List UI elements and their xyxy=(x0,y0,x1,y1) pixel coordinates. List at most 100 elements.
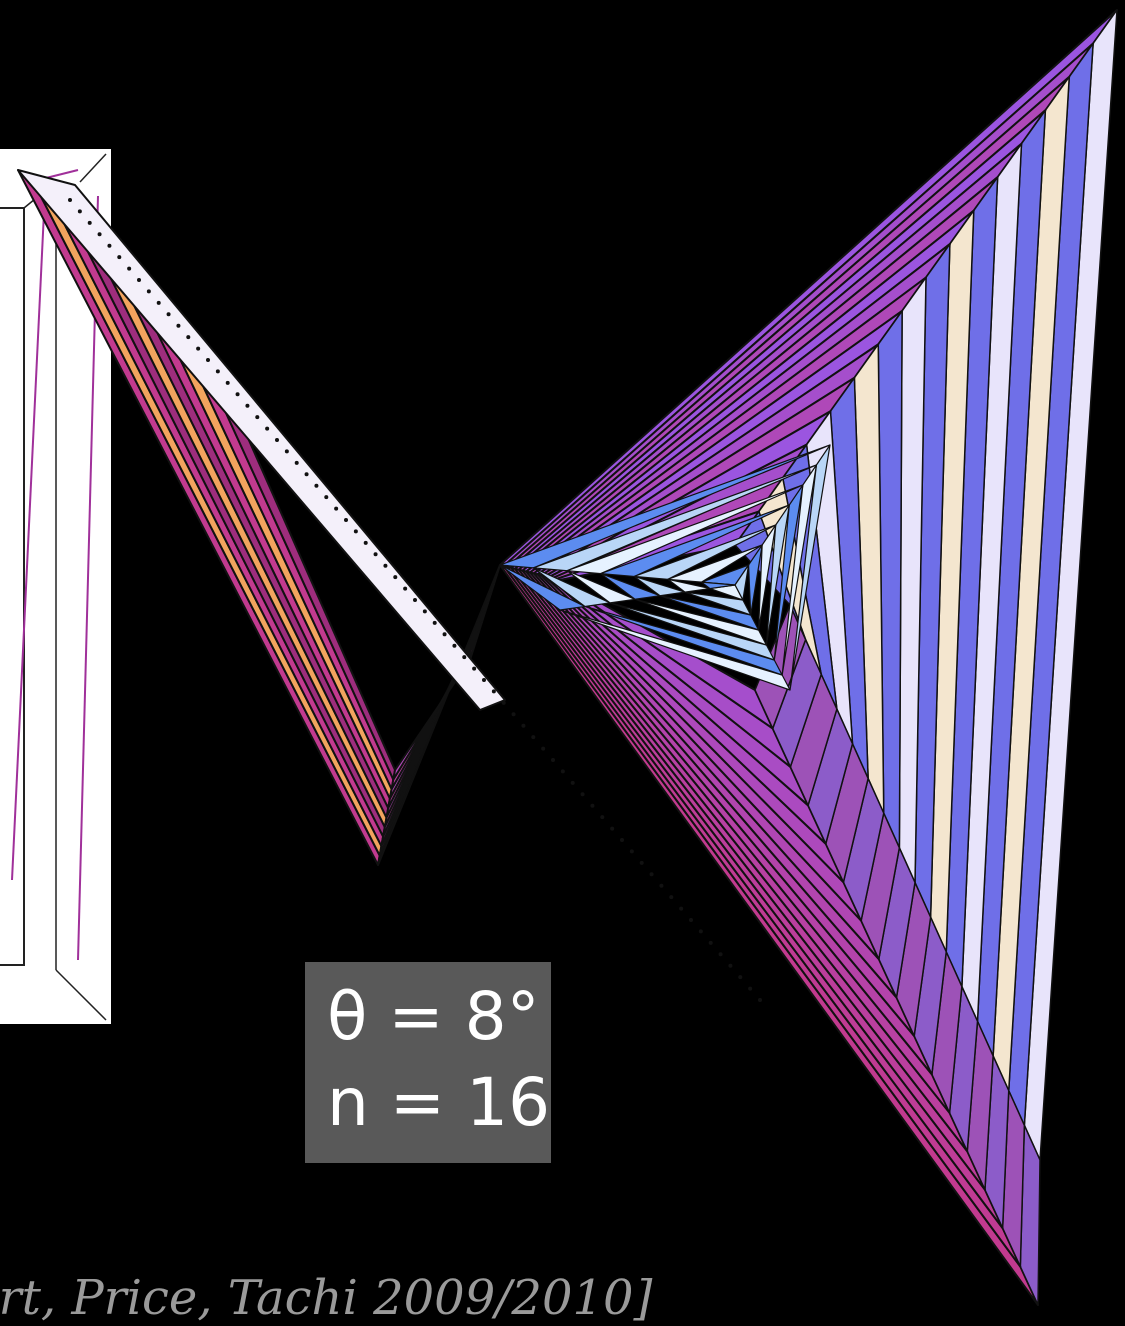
crease-dot xyxy=(176,323,181,328)
crease-dot xyxy=(580,792,585,797)
crease-dot xyxy=(491,689,496,694)
crease-dot xyxy=(324,495,329,500)
crease-dot xyxy=(87,220,92,225)
crease-dot xyxy=(570,780,575,785)
crease-dot xyxy=(383,563,388,568)
crease-dot xyxy=(679,906,684,911)
crease-dot xyxy=(344,518,348,522)
crease-dot xyxy=(482,678,486,682)
parameter-label: θ = 8° n = 16 xyxy=(305,962,551,1163)
crease-dot xyxy=(294,460,299,465)
vortex-facet xyxy=(634,598,768,646)
crease-dot xyxy=(353,529,358,534)
crease-dot xyxy=(265,426,270,431)
crease-dot xyxy=(649,872,654,877)
crease-dot xyxy=(521,723,526,728)
crease-dot xyxy=(304,472,309,477)
crease-dot xyxy=(639,860,644,865)
crease-dot xyxy=(284,449,289,454)
crease-dot xyxy=(255,415,260,420)
vortex-facet xyxy=(584,605,783,676)
crease-dot xyxy=(452,643,457,648)
vortex-facet xyxy=(700,581,736,590)
crease-dot xyxy=(501,700,506,705)
vortex-facet xyxy=(532,567,611,608)
dotted-crease-line xyxy=(68,198,762,1002)
crease-dot xyxy=(68,198,72,202)
crease-dot xyxy=(245,403,250,408)
crease-dot xyxy=(97,232,102,237)
crease-dot xyxy=(393,575,398,580)
crease-dot xyxy=(718,952,723,957)
vortex-facet xyxy=(559,609,791,691)
left-pleat-front xyxy=(172,344,393,800)
crease-dot xyxy=(422,609,427,614)
left-pleat-front xyxy=(194,369,395,790)
crease-dot xyxy=(560,769,565,774)
crease-dot xyxy=(156,300,161,305)
crease-dot xyxy=(610,826,615,831)
crease-dot xyxy=(748,986,753,991)
crease-dot xyxy=(620,838,624,842)
crease-dot xyxy=(659,883,664,888)
crease-dot xyxy=(77,209,82,214)
crease-dot xyxy=(531,735,536,740)
vortex-facet xyxy=(566,570,636,604)
theta-label: θ = 8° xyxy=(327,978,540,1055)
crease-dot xyxy=(728,963,733,968)
crease-dot xyxy=(196,346,201,351)
crease-dot xyxy=(206,358,210,362)
vortex-facet xyxy=(667,578,711,593)
vortex-facet xyxy=(684,591,752,616)
crease-dot xyxy=(511,712,516,717)
crease-dot xyxy=(689,918,693,922)
vortex-facet xyxy=(789,444,831,691)
vortex-facet xyxy=(773,484,804,661)
crease-dot xyxy=(462,655,467,660)
left-lobe xyxy=(17,169,506,866)
vortex-facet xyxy=(659,595,760,631)
n-label: n = 16 xyxy=(327,1064,551,1141)
vortex-facet xyxy=(633,524,777,580)
vortex-facet xyxy=(609,602,775,661)
crease-dot xyxy=(551,758,555,762)
crease-dot xyxy=(629,849,634,854)
crease-dot xyxy=(363,540,368,545)
crease-dot xyxy=(432,620,437,625)
vortex-facet xyxy=(757,524,777,631)
crease-dot xyxy=(413,598,417,602)
vortex-facet xyxy=(667,544,763,583)
vortex-facet xyxy=(499,564,586,611)
citation-text: art, Price, Tachi 2009/2010] xyxy=(0,1270,653,1326)
vortex-facet xyxy=(747,544,763,616)
crease-dot xyxy=(472,666,477,671)
crease-dot xyxy=(235,392,240,397)
crease-dot xyxy=(708,940,713,945)
crease-dot xyxy=(117,255,122,260)
crease-dot xyxy=(137,278,141,282)
crease-dot xyxy=(373,552,378,557)
crease-dot xyxy=(698,929,703,934)
center-vortex xyxy=(499,444,831,691)
vortex-facet xyxy=(499,444,831,569)
crease-dot xyxy=(758,998,762,1002)
crease-dot xyxy=(334,506,339,511)
vortex-facet xyxy=(600,504,790,578)
left-ridge-strip xyxy=(17,169,506,711)
crease-dot xyxy=(403,586,408,591)
crease-dot xyxy=(166,312,171,317)
vortex-facet xyxy=(566,484,804,575)
crease-dot xyxy=(127,266,132,271)
crease-dot xyxy=(275,438,279,442)
crease-dot xyxy=(107,243,112,248)
vortex-facet xyxy=(532,464,818,572)
crease-dot xyxy=(215,369,220,374)
crease-dot xyxy=(314,483,319,488)
right-pleat-side-lower xyxy=(754,604,807,730)
crease-dot xyxy=(146,289,151,294)
crease-dot xyxy=(442,632,447,637)
vortex-facet xyxy=(765,504,790,646)
crease-dot xyxy=(186,335,191,340)
vortex-facet xyxy=(600,572,661,600)
